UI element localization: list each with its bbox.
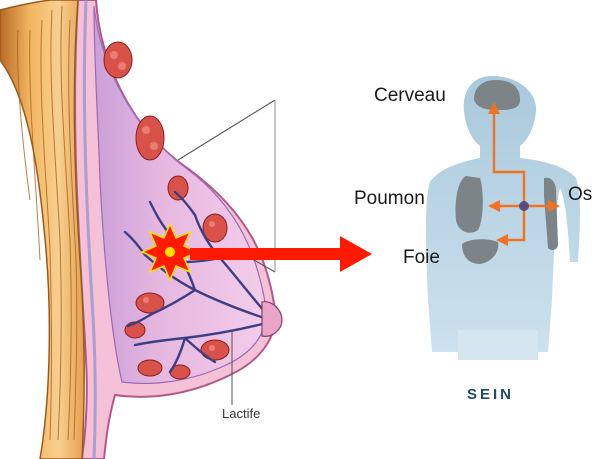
breast-cross-section: Lactife	[0, 0, 372, 459]
tumor-starburst	[142, 224, 198, 280]
label-liver: Foie	[403, 247, 440, 268]
lactiferous-label: Lactife	[222, 406, 260, 421]
label-brain: Cerveau	[374, 85, 446, 106]
breast-origin-marker	[519, 201, 529, 211]
lobule	[138, 360, 162, 376]
body-lower	[458, 330, 538, 360]
label-bone: Os	[568, 184, 592, 205]
nipple	[262, 302, 282, 337]
lobule	[104, 42, 132, 78]
lung-organ	[455, 176, 482, 233]
lobule	[201, 340, 229, 360]
label-lung: Poumon	[354, 188, 425, 209]
figure-caption: SEIN	[467, 386, 514, 403]
tumor-core	[165, 247, 175, 257]
body-silhouette	[426, 76, 580, 352]
lobule	[136, 116, 164, 160]
chest-wall-muscle	[0, 0, 84, 459]
lobule	[168, 176, 188, 200]
body-figure: Cerveau Poumon Foie Os SEIN	[354, 76, 592, 403]
